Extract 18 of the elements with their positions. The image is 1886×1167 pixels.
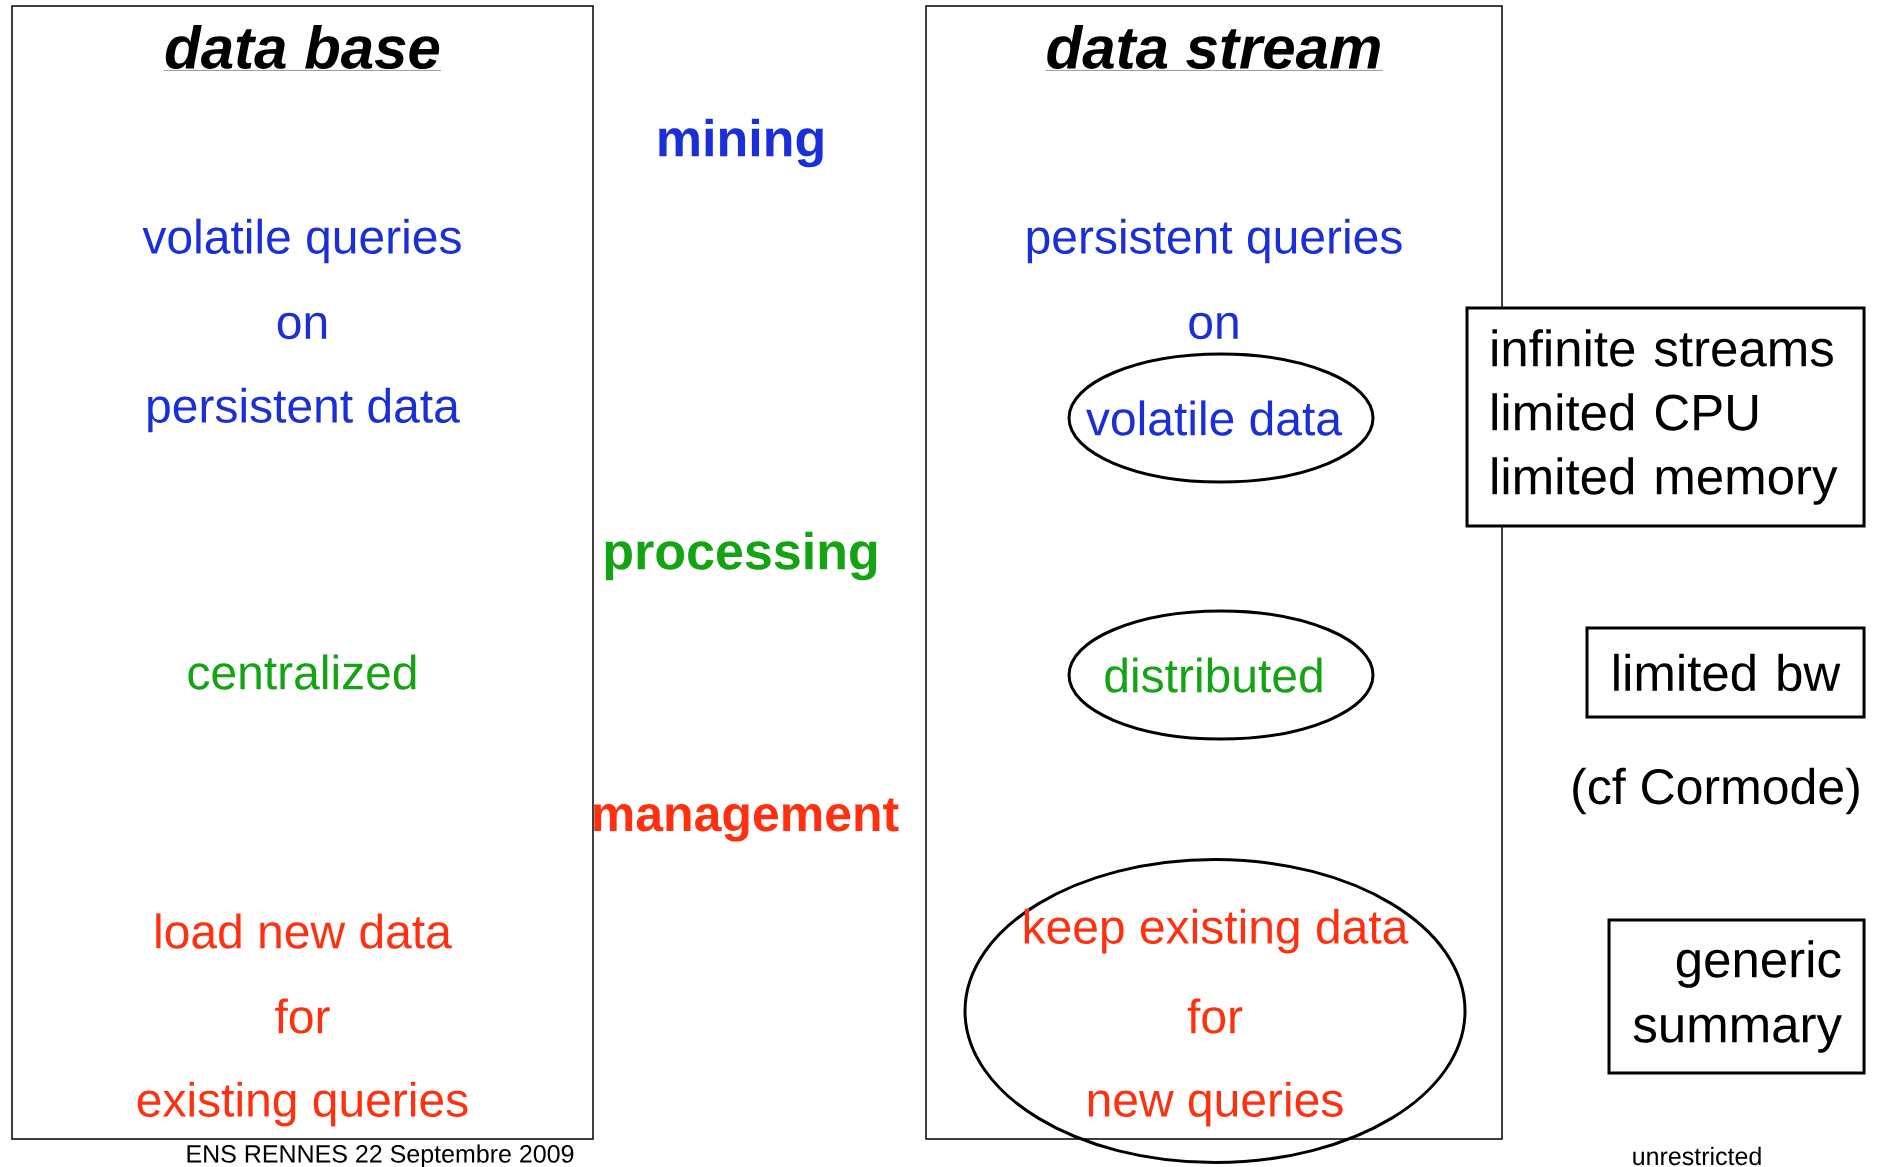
panel-text: persistent queries [1027, 218, 1402, 264]
text-box: limited bw [1585, 626, 1866, 719]
text-box: infinite streams limited CPU limited memory [1465, 306, 1866, 528]
panel-title: data base [163, 24, 442, 71]
text-box: generic summary [1607, 918, 1866, 1075]
panel-text: on [1189, 312, 1238, 340]
heading-label: management [594, 798, 899, 842]
panel-text: persistent data [148, 387, 460, 433]
footer-text: unrestricted [1633, 1146, 1761, 1166]
heading-label: mining [659, 118, 823, 168]
panel-title: data stream [1045, 24, 1383, 71]
panel-text: for [275, 998, 330, 1034]
panel-text: load new data [156, 913, 452, 949]
panel-text: on [277, 312, 327, 340]
panel-text: volatile queries [142, 218, 461, 264]
panel-text: centralized [188, 654, 416, 690]
panel-text: existing queries [137, 1081, 468, 1127]
note-text: (cf Cormode) [1573, 767, 1859, 815]
